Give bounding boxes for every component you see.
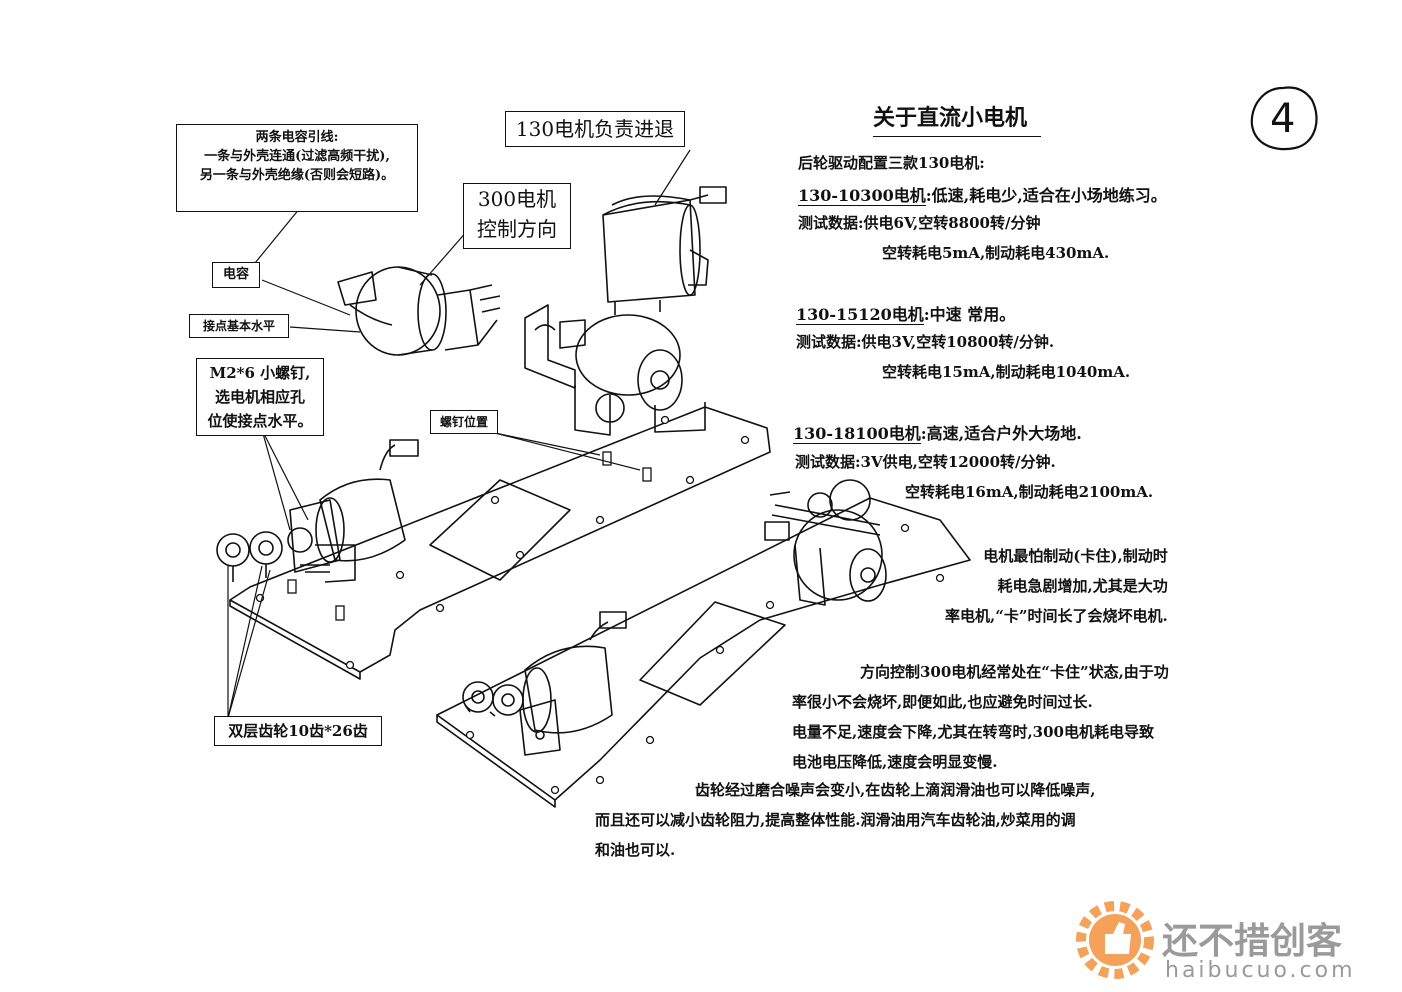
drive-130-motor-top — [602, 186, 727, 315]
spec-test-2: 测试数据:供电3V,空转10800转/分钟. — [796, 333, 1055, 351]
screw-note-line: 选电机相应孔 — [214, 388, 305, 406]
watermark-url: haibucuo.com — [1165, 958, 1356, 983]
brake-note-line: 耗电急剧增加,尤其是大功 — [997, 577, 1168, 595]
page-number-circle — [1250, 86, 1318, 151]
motor300-line: 300电机 — [477, 187, 557, 211]
upper-drive-motor — [289, 439, 419, 583]
leader-gear-3 — [227, 569, 271, 719]
screw-note-line: M2*6 小螺钉, — [209, 364, 311, 382]
steering-note: 方向控制300电机经常处在“卡住”状态,由于功 率很小不会烧坏,即便如此,也应避… — [792, 657, 1169, 777]
spec-model-3: 130-18100电机:高速,适合户外大场地. — [793, 420, 1082, 444]
screw — [642, 467, 652, 482]
screw-position-label: 螺钉位置 — [430, 410, 498, 434]
leader-gear-2 — [227, 565, 263, 719]
upper-double-gears — [216, 527, 330, 582]
lower-steering-motor — [764, 479, 887, 606]
gear-oil-note: 齿轮经过磨合噪声会变小,在齿轮上滴润滑油也可以降低噪声, 而且还可以减小齿轮阻力… — [595, 775, 1095, 865]
upper-plate-cutout — [429, 479, 571, 581]
spec-model-1: 130-10300电机:低速,耗电少,适合在小场地练习。 — [798, 182, 1167, 206]
gear-oil-note-line: 齿轮经过磨合噪声会变小,在齿轮上滴润滑油也可以降低噪声, — [695, 781, 1096, 799]
leader-130-motor — [654, 149, 691, 206]
model-name: 130-10300电机 — [798, 186, 926, 206]
watermark-logo-icon — [1076, 901, 1154, 979]
lower-chassis-plate — [436, 497, 971, 801]
spec-model-2: 130-15120电机:中速 常用。 — [796, 301, 1015, 325]
watermark-name: 还不措创客 — [1162, 921, 1343, 962]
lower-plate-cutout — [639, 601, 786, 706]
spec-intro: 后轮驱动配置三款130电机: — [798, 154, 985, 172]
capacitor-note-box: 两条电容引线: 一条与外壳连通(过滤高频干扰), 另一条与外壳绝缘(否则会短路)… — [176, 124, 418, 212]
spec-power-3: 空转耗电16mA,制动耗电2100mA. — [905, 483, 1154, 501]
motor300-label: 300电机 控制方向 — [463, 183, 571, 249]
capacitor-note-line: 一条与外壳连通(过滤高频干扰), — [204, 148, 390, 164]
leader-capacitor-to-motor — [261, 279, 351, 316]
steering-note-line: 电量不足,速度会下降,尤其在转弯时,300电机耗电导致 — [792, 723, 1154, 741]
leader-m2-b — [261, 429, 309, 521]
gear-oil-note-line: 和油也可以. — [595, 841, 676, 859]
double-gear-label: 双层齿轮10齿*26齿 — [214, 716, 382, 746]
steering-note-line: 率很小不会烧坏,即便如此,也应避免时间过长. — [792, 693, 1093, 711]
model-name: 130-18100电机 — [793, 424, 921, 444]
lower-drive-motor — [519, 611, 627, 756]
screw — [602, 451, 612, 466]
page-title: 关于直流小电机 — [873, 100, 1042, 137]
brake-note: 电机最怕制动(卡住),制动时 耗电急剧增加,尤其是大功 率电机,“卡”时间长了会… — [945, 541, 1168, 631]
steering-note-line: 方向控制300电机经常处在“卡住”状态,由于功 — [860, 663, 1169, 681]
capacitor-note-line: 两条电容引线: — [255, 130, 339, 145]
spec-test-1: 测试数据:供电6V,空转8800转/分钟 — [798, 214, 1041, 232]
model-desc: :中速 常用。 — [923, 305, 1016, 324]
leader-capacitor — [254, 207, 301, 264]
motor130-label: 130电机负责进退 — [505, 111, 685, 147]
leader-contact-level — [289, 326, 361, 333]
brake-note-line: 率电机,“卡”时间长了会烧坏电机. — [945, 607, 1168, 625]
leader-m2-a — [261, 429, 291, 531]
capacitor-note-line: 另一条与外壳绝缘(否则会短路)。 — [199, 167, 395, 183]
motor300-line: 控制方向 — [477, 217, 557, 241]
leader-300-motor — [419, 229, 469, 286]
leader-screws-2 — [494, 432, 641, 471]
steering-note-line: 电池电压降低,速度会明显变慢. — [792, 753, 998, 771]
capacitor-label: 电容 — [212, 262, 260, 288]
upper-chassis-plate — [229, 406, 771, 673]
screw-note-line: 位使接点水平。 — [207, 412, 313, 430]
gear-oil-note-line: 而且还可以减小齿轮阻力,提高整体性能.润滑油用汽车齿轮油,炒菜用的调 — [595, 811, 1076, 829]
screw-note-box: M2*6 小螺钉, 选电机相应孔 位使接点水平。 — [196, 358, 324, 436]
model-desc: :低速,耗电少,适合在小场地练习。 — [925, 186, 1167, 205]
lower-double-gears — [462, 681, 524, 717]
brake-note-line: 电机最怕制动(卡住),制动时 — [983, 547, 1168, 565]
spec-power-1: 空转耗电5mA,制动耗电430mA. — [882, 244, 1110, 262]
screw — [335, 605, 345, 621]
middle-motor — [524, 304, 706, 436]
model-desc: :高速,适合户外大场地. — [920, 424, 1082, 443]
spec-power-2: 空转耗电15mA,制动耗电1040mA. — [882, 363, 1131, 381]
spec-test-3: 测试数据:3V供电,空转12000转/分钟. — [795, 453, 1056, 471]
screw — [287, 579, 297, 594]
page-number: 4 — [1270, 96, 1296, 142]
model-name: 130-15120电机 — [796, 305, 924, 325]
steering-300-motor — [337, 266, 501, 356]
leader-screws-1 — [494, 432, 601, 456]
contact-level-label: 接点基本水平 — [189, 314, 289, 338]
